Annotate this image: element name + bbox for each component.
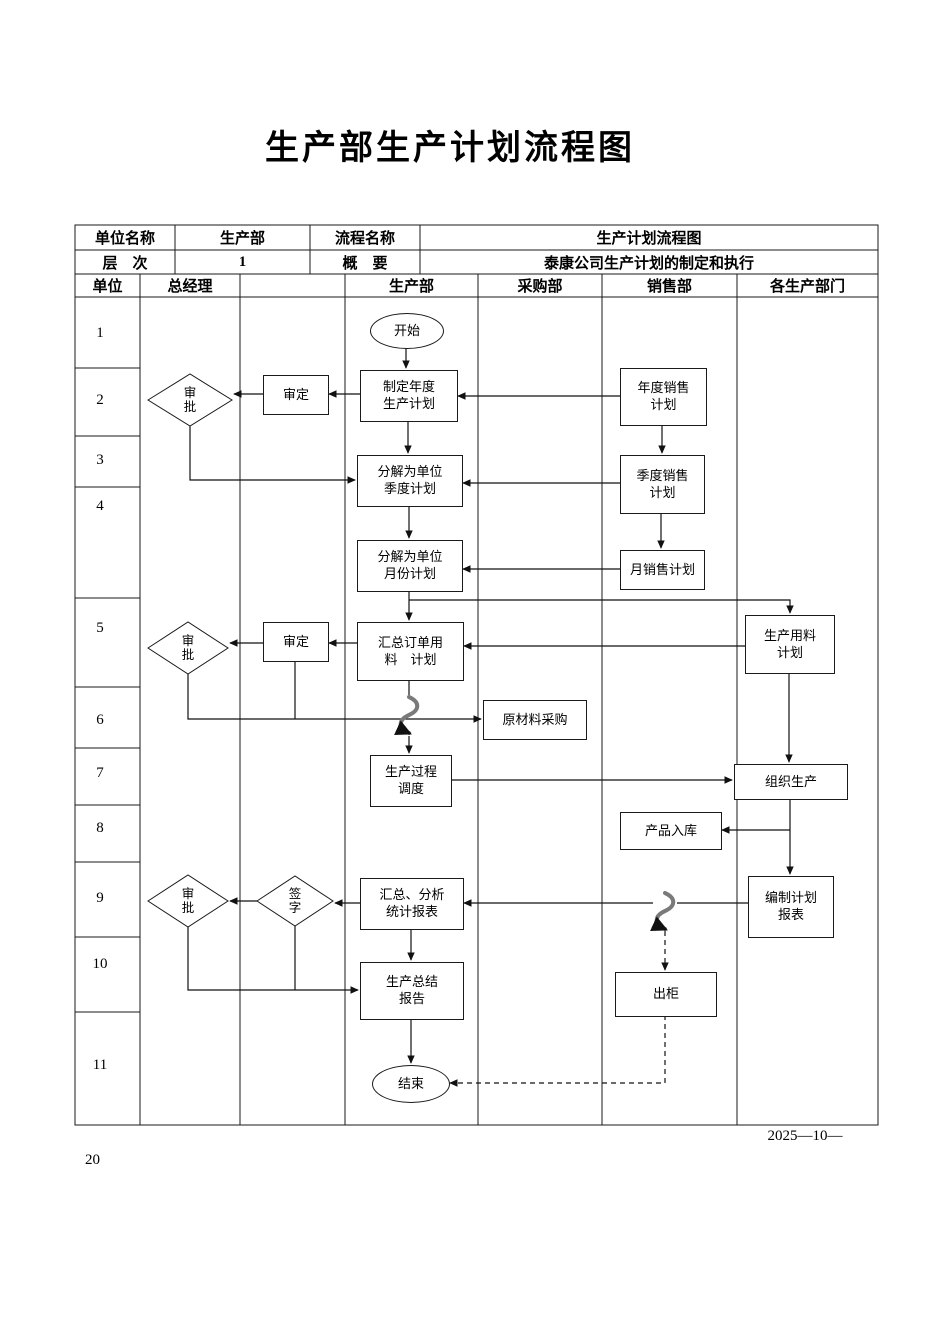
row-number: 1 — [96, 325, 104, 341]
lane-header-depts: 各生产部门 — [769, 279, 845, 295]
lane-header-sales: 销售部 — [646, 279, 692, 295]
node-start: 开始 — [370, 313, 444, 349]
row-number: 9 — [96, 890, 104, 906]
curved-connector-icon — [394, 695, 420, 735]
lane-header-prod: 生产部 — [388, 279, 434, 295]
row-number: 2 — [96, 392, 104, 408]
row-number: 8 — [96, 820, 104, 836]
flow-connectors — [187, 347, 794, 1087]
header-level-value: 1 — [238, 253, 247, 270]
node-out: 出柜 — [615, 972, 717, 1017]
decision-diamonds — [147, 373, 334, 928]
header-unit-name-value: 生产部 — [219, 231, 265, 247]
page-title: 生产部生产计划流程图 — [265, 130, 635, 167]
lane-header-gm: 总经理 — [167, 279, 213, 295]
row-number: 10 — [92, 956, 108, 972]
node-month-sales: 月销售计划 — [620, 550, 705, 590]
node-annual-plan: 制定年度 生产计划 — [360, 370, 458, 422]
header-summary-label: 概 要 — [342, 255, 388, 272]
approve1-label: 审 批 — [183, 385, 197, 414]
node-annual-sales: 年度销售 计划 — [620, 368, 707, 426]
node-plan-report: 编制计划 报表 — [748, 876, 834, 938]
page-number: 20 — [85, 1152, 100, 1168]
approve3-label: 审 批 — [181, 886, 195, 915]
sign-diamond — [256, 875, 334, 927]
lane-header-purchase: 采购部 — [517, 279, 563, 295]
lane-header-unit: 单位 — [92, 279, 123, 295]
approve3-diamond — [147, 874, 229, 928]
node-review-1: 审定 — [263, 375, 329, 415]
node-summary-report: 生产总结 报告 — [360, 962, 464, 1020]
header-level-label: 层 次 — [102, 255, 148, 272]
lane-header-blank — [240, 274, 345, 297]
table-grid — [74, 224, 879, 1126]
row-number: 4 — [96, 498, 104, 514]
node-prod-material: 生产用料 计划 — [745, 615, 835, 674]
node-quarter-plan: 分解为单位 季度计划 — [357, 455, 463, 507]
node-report-summary: 汇总、分析 统计报表 — [360, 878, 464, 930]
row-number: 7 — [96, 765, 104, 781]
node-month-plan: 分解为单位 月份计划 — [357, 540, 463, 592]
header-flow-name-value: 生产计划流程图 — [596, 231, 702, 247]
node-quarter-sales: 季度销售 计划 — [620, 455, 705, 514]
header-flow-name-label: 流程名称 — [334, 231, 395, 247]
row-number: 3 — [96, 452, 104, 468]
sign-label: 签 字 — [288, 886, 302, 915]
footer-date: 2025—10— — [767, 1128, 843, 1144]
node-process-dispatch: 生产过程 调度 — [370, 755, 452, 807]
node-material-plan: 汇总订单用 料 计划 — [357, 622, 464, 681]
node-end: 结束 — [372, 1065, 450, 1103]
node-review-2: 审定 — [263, 622, 329, 662]
approve2-diamond — [147, 621, 229, 675]
node-raw-purchase: 原材料采购 — [483, 700, 587, 740]
approve1-diamond — [147, 373, 233, 427]
row-number: 5 — [96, 620, 104, 636]
node-product-in: 产品入库 — [620, 812, 722, 850]
header-summary-value: 泰康公司生产计划的制定和执行 — [543, 255, 754, 272]
header-unit-name-label: 单位名称 — [94, 231, 155, 247]
curved-connector-icon — [650, 891, 676, 931]
row-number: 11 — [92, 1057, 108, 1073]
row-number: 6 — [96, 712, 104, 728]
node-organize-prod: 组织生产 — [734, 764, 848, 800]
approve2-label: 审 批 — [181, 633, 195, 662]
